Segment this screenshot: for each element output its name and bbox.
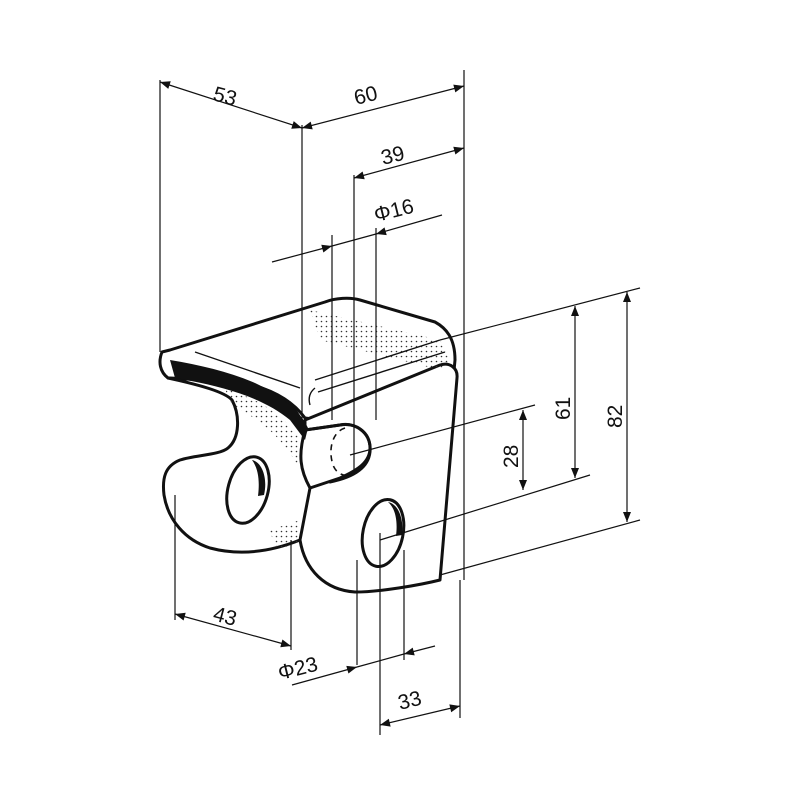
dim-53-line [159,81,303,129]
plate-shadow [170,360,308,440]
dim-label-phi16: Φ16 [372,195,416,227]
dim-60-line [301,84,465,130]
dim-43-line [174,612,292,648]
dim-39-line [353,146,465,180]
dim-label-39: 39 [379,142,407,170]
dim-phi16-line [271,244,333,263]
bracket-part [158,296,459,594]
lower-hole [360,497,406,569]
dim-label-phi23: Φ23 [276,653,320,685]
dim-label-60: 60 [352,82,380,110]
dim-phi23-line [291,665,358,686]
dimension-lines [159,81,631,727]
dim-label-82: 82 [604,405,627,428]
dim-label-61: 61 [552,397,575,420]
extension-lines [159,70,641,735]
dim-33-line [379,704,461,727]
shading [225,388,300,470]
dim-label-43: 43 [211,603,240,631]
dim-label-33: 33 [396,687,424,715]
dim-label-28: 28 [500,445,523,468]
